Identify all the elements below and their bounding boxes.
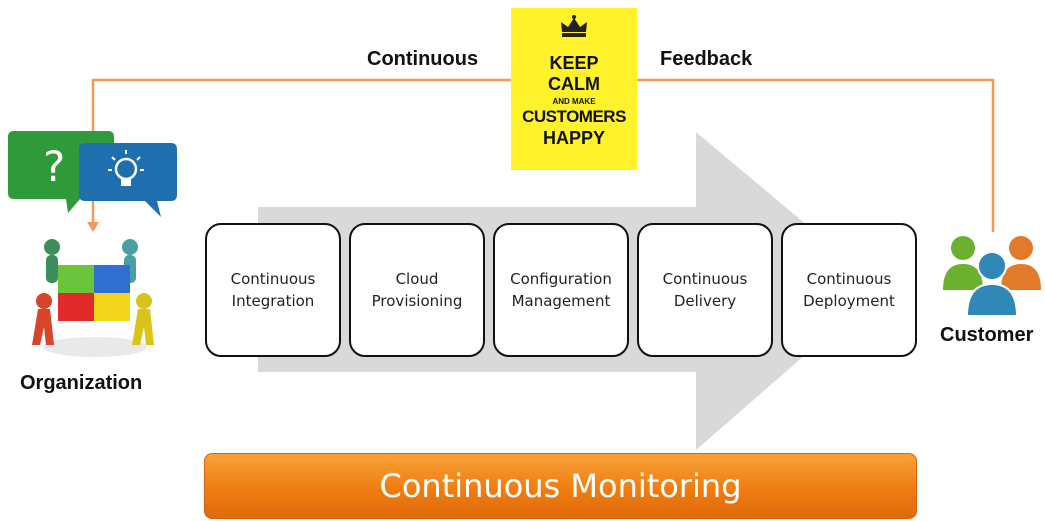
poster-line-3: AND MAKE [552,97,596,106]
crown-icon [561,15,587,37]
svg-text:?: ? [43,142,65,191]
puzzle-team-icon [32,239,154,357]
poster-line-5: HAPPY [542,128,605,148]
stage-line: Configuration [510,270,612,288]
stage-line: Continuous [662,270,748,288]
keep-calm-poster: KEEP CALM AND MAKE CUSTOMERS HAPPY [511,8,637,170]
organization-label: Organization [20,372,143,394]
poster-line-1: KEEP [549,53,599,73]
stage-line: Continuous [230,270,316,288]
poster-line-2: CALM [548,74,600,94]
stage-line: Cloud [395,270,439,288]
stage-line: Provisioning [371,292,463,310]
feedback-label: Feedback [660,48,753,70]
stage-line: Continuous [806,270,892,288]
feedback-arrowhead [87,222,99,232]
continuous-monitoring-bar: Continuous Monitoring [204,453,917,519]
stage-line: Management [511,292,611,310]
customer-label: Customer [940,324,1034,346]
poster-line-4: CUSTOMERS [522,107,626,126]
stage-line: Integration [231,292,315,310]
stage-line: Delivery [673,292,737,310]
lightbulb-bubble-icon [79,143,177,217]
stage-line: Deployment [803,292,895,310]
continuous-label: Continuous [367,48,479,70]
customer-group-icon [943,236,1041,317]
